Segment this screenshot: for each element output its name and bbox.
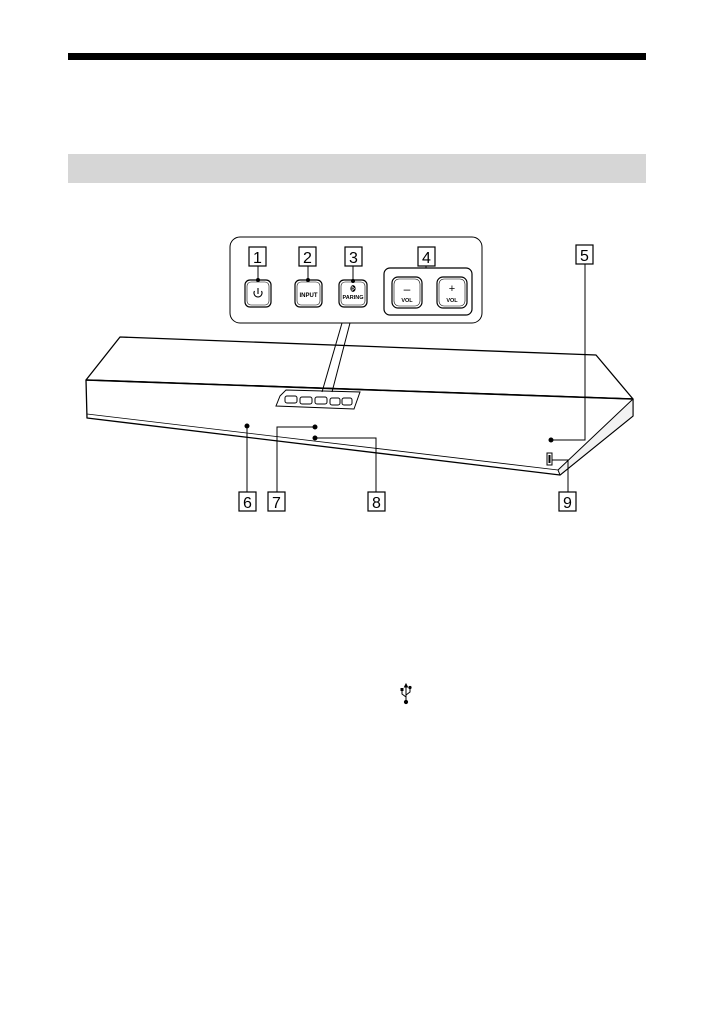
callout-2-number: 2 xyxy=(303,250,312,267)
callout-8-number: 8 xyxy=(372,495,381,512)
callout-7: 7 xyxy=(268,492,285,512)
callout-9-number: 9 xyxy=(563,495,572,512)
pairing-button[interactable]: PARING xyxy=(339,280,367,307)
callout-1: 1 xyxy=(249,247,266,267)
callout-2: 2 xyxy=(299,247,316,267)
callout-6-number: 6 xyxy=(243,495,252,512)
top-panel-buttons xyxy=(276,390,360,409)
volume-down-symbol: – xyxy=(404,282,411,296)
pairing-button-label: PARING xyxy=(343,295,364,301)
volume-up-button[interactable]: + VOL xyxy=(437,277,467,308)
volume-down-button[interactable]: – VOL xyxy=(392,277,422,308)
callout-5-number: 5 xyxy=(580,248,589,265)
callout-8: 8 xyxy=(368,492,385,512)
power-button[interactable] xyxy=(245,280,271,307)
callout-9: 9 xyxy=(559,492,576,512)
callout-4-number: 4 xyxy=(422,250,431,267)
input-button[interactable]: INPUT xyxy=(295,280,322,307)
volume-up-label: VOL xyxy=(446,298,458,304)
callout-3-number: 3 xyxy=(349,250,358,267)
volume-down-label: VOL xyxy=(401,298,413,304)
usb-port[interactable] xyxy=(547,453,552,465)
usb-icon xyxy=(401,684,411,704)
bluetooth-icon xyxy=(350,285,355,292)
callout-6: 6 xyxy=(239,492,256,512)
callout-1-number: 1 xyxy=(253,250,262,267)
volume-up-symbol: + xyxy=(449,283,455,295)
callout-7-number: 7 xyxy=(272,495,281,512)
input-button-label: INPUT xyxy=(300,293,318,299)
callout-4: 4 xyxy=(418,247,435,267)
callout-3: 3 xyxy=(345,247,362,267)
callout-5: 5 xyxy=(576,245,593,265)
